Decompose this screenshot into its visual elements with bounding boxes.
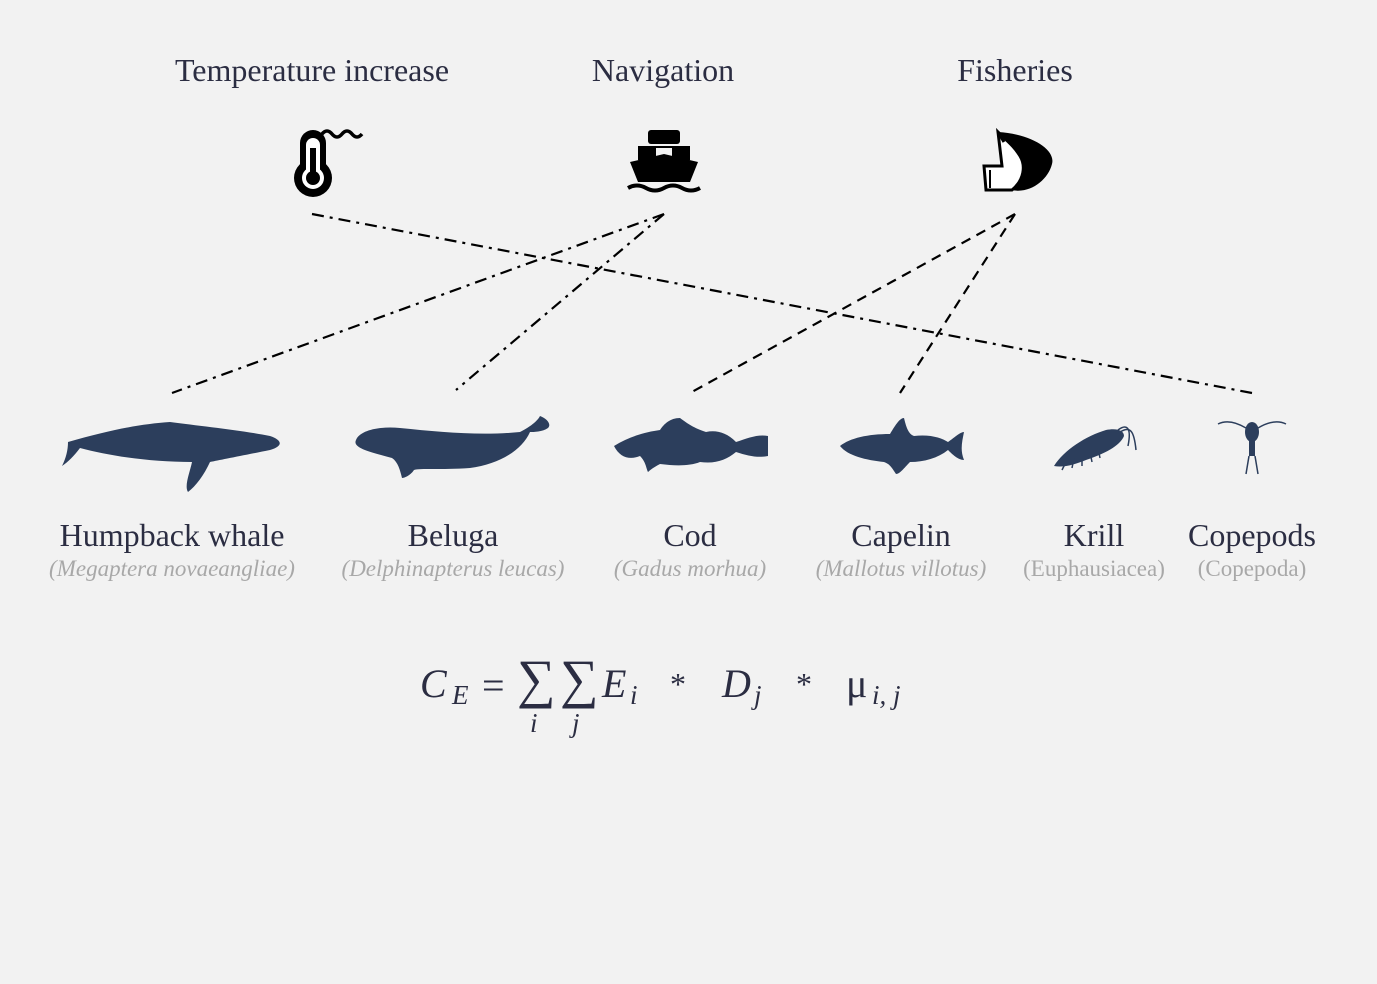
link-0 — [311, 212, 1253, 395]
formula-equals: = — [482, 663, 505, 708]
link-layer — [171, 212, 1253, 395]
stressor-label-temperature: Temperature increase — [174, 52, 450, 88]
cumulative-effects-formula: C E = ∑ i ∑ j E i * D j * μ i, j — [420, 648, 940, 748]
link-3 — [689, 213, 1016, 394]
species-scientific-humpback: (Megaptera novaeangliae) — [49, 556, 295, 581]
link-1 — [171, 212, 665, 395]
formula-d: D — [722, 661, 751, 706]
species-scientific-cod: (Gadus morhua) — [613, 556, 767, 581]
thermometer-icon — [294, 129, 364, 197]
link-2 — [455, 213, 665, 391]
humpback-whale-icon — [62, 422, 280, 492]
copepod-icon — [1217, 421, 1287, 475]
cod-icon — [614, 418, 768, 472]
species-scientific-copepods: (Copepoda) — [1197, 556, 1307, 581]
formula-c-subscript: E — [452, 680, 469, 710]
species-name-beluga: Beluga — [407, 517, 499, 553]
formula-d-subscript: j — [754, 680, 762, 710]
fishing-net-icon — [982, 127, 1053, 192]
species-name-humpback: Humpback whale — [59, 517, 285, 553]
link-4 — [899, 213, 1016, 394]
species-name-copepods: Copepods — [1188, 517, 1316, 553]
formula-e: E — [602, 661, 627, 706]
species-scientific-capelin: (Mallotus villotus) — [815, 556, 987, 581]
ship-icon — [627, 130, 701, 193]
species-scientific-beluga: (Delphinapterus leucas) — [341, 556, 565, 581]
formula-sum-i: ∑ — [517, 649, 556, 709]
formula-mu-subscript: i, j — [872, 680, 901, 710]
formula-sum-j: ∑ — [560, 649, 599, 709]
formula-sum-j-index: j — [572, 708, 580, 738]
formula-times-1: * — [670, 666, 686, 702]
formula-sum-i-index: i — [530, 708, 538, 738]
species-name-krill: Krill — [1063, 517, 1125, 553]
species-name-cod: Cod — [663, 517, 717, 553]
stressor-label-fisheries: Fisheries — [957, 52, 1073, 88]
stressor-label-navigation: Navigation — [591, 52, 735, 88]
beluga-icon — [355, 416, 550, 478]
formula-c: C — [420, 661, 447, 706]
formula-mu: μ — [846, 661, 868, 706]
krill-icon — [1054, 426, 1137, 471]
species-scientific-krill: (Euphausiacea) — [1023, 556, 1165, 581]
capelin-icon — [840, 418, 964, 474]
species-name-capelin: Capelin — [851, 517, 951, 553]
formula-e-subscript: i — [630, 680, 638, 710]
formula-times-2: * — [796, 666, 812, 702]
